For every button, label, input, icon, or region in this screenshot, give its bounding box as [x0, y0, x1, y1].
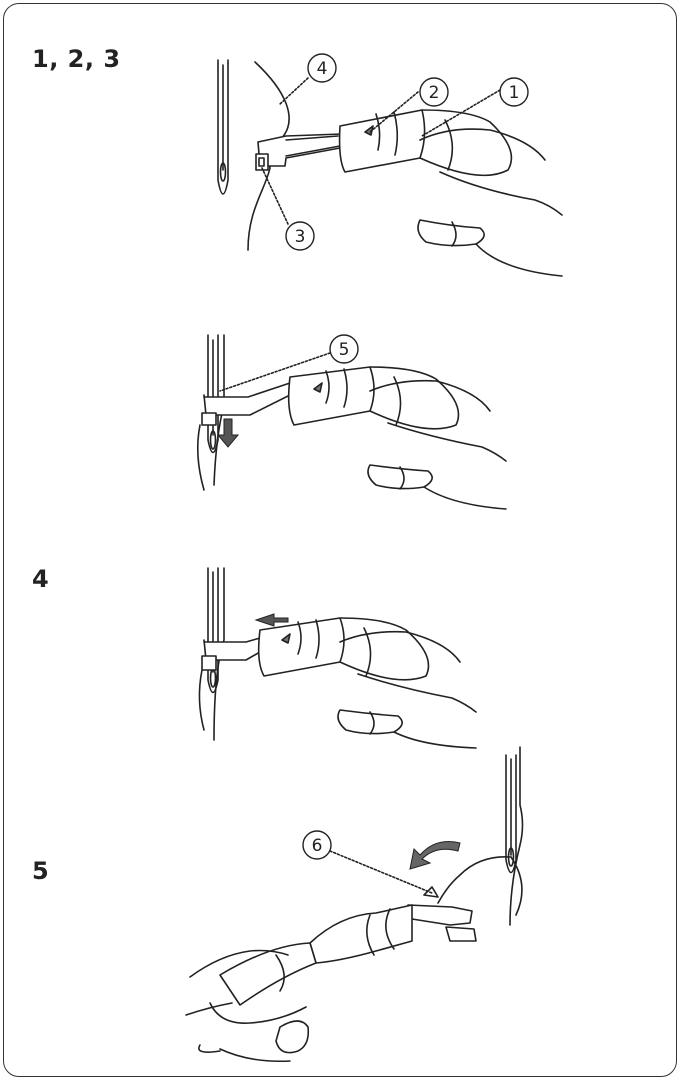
- needle-icon: [218, 60, 228, 194]
- callout-6: 6: [303, 831, 331, 859]
- step-label-5: 5: [32, 857, 49, 885]
- threader-tool: [202, 618, 429, 680]
- curved-arrow-icon: [410, 842, 460, 870]
- callout-5: 5: [330, 335, 358, 363]
- needle-icon: [506, 755, 516, 873]
- down-arrow-icon: [218, 419, 238, 447]
- figure-threader-release: 6: [180, 745, 560, 1065]
- figure-threader-push: [190, 560, 510, 750]
- callout-2: 2: [420, 78, 448, 106]
- callout-1: 1: [500, 78, 528, 106]
- step-label-1-2-3: 1, 2, 3: [32, 45, 121, 73]
- svg-text:4: 4: [317, 59, 328, 79]
- svg-text:3: 3: [295, 227, 306, 247]
- callout-3: 3: [286, 222, 314, 250]
- svg-text:1: 1: [509, 83, 520, 103]
- svg-text:6: 6: [312, 836, 323, 856]
- needle-icon: [208, 335, 218, 453]
- hand-illustration: [418, 129, 562, 276]
- hand-illustration: [338, 632, 476, 748]
- callout-4: 4: [308, 54, 336, 82]
- svg-text:2: 2: [429, 83, 440, 103]
- thread-line: [438, 857, 511, 903]
- svg-text:5: 5: [339, 340, 350, 360]
- step-label-4: 4: [32, 565, 49, 593]
- threader-tool: [202, 367, 459, 429]
- figure-threader-hook-setup: 4 2 1 3: [190, 40, 570, 280]
- hand-illustration: [368, 381, 506, 509]
- figure-threader-lower: 5: [190, 325, 510, 510]
- left-arrow-icon: [256, 614, 288, 626]
- threader-tool: [220, 887, 476, 1005]
